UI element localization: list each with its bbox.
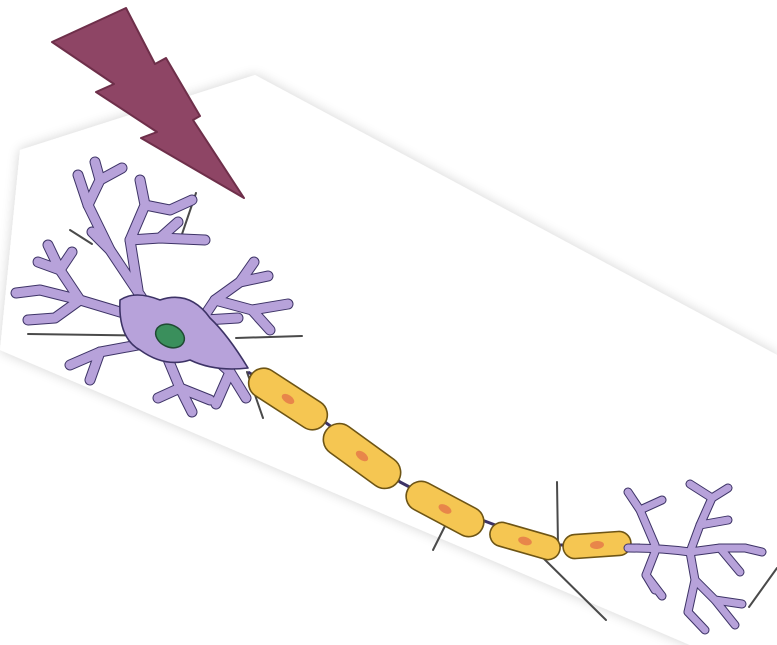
tilted-sheet	[0, 75, 777, 645]
myelin-segment	[562, 531, 632, 560]
label-pointer-node-of-ranvier	[557, 482, 558, 545]
terminal-branch	[700, 520, 728, 525]
dendrite-branch	[130, 238, 205, 240]
terminal-branch	[745, 548, 762, 552]
terminal-branch	[715, 600, 742, 604]
terminal-branch	[628, 548, 745, 552]
